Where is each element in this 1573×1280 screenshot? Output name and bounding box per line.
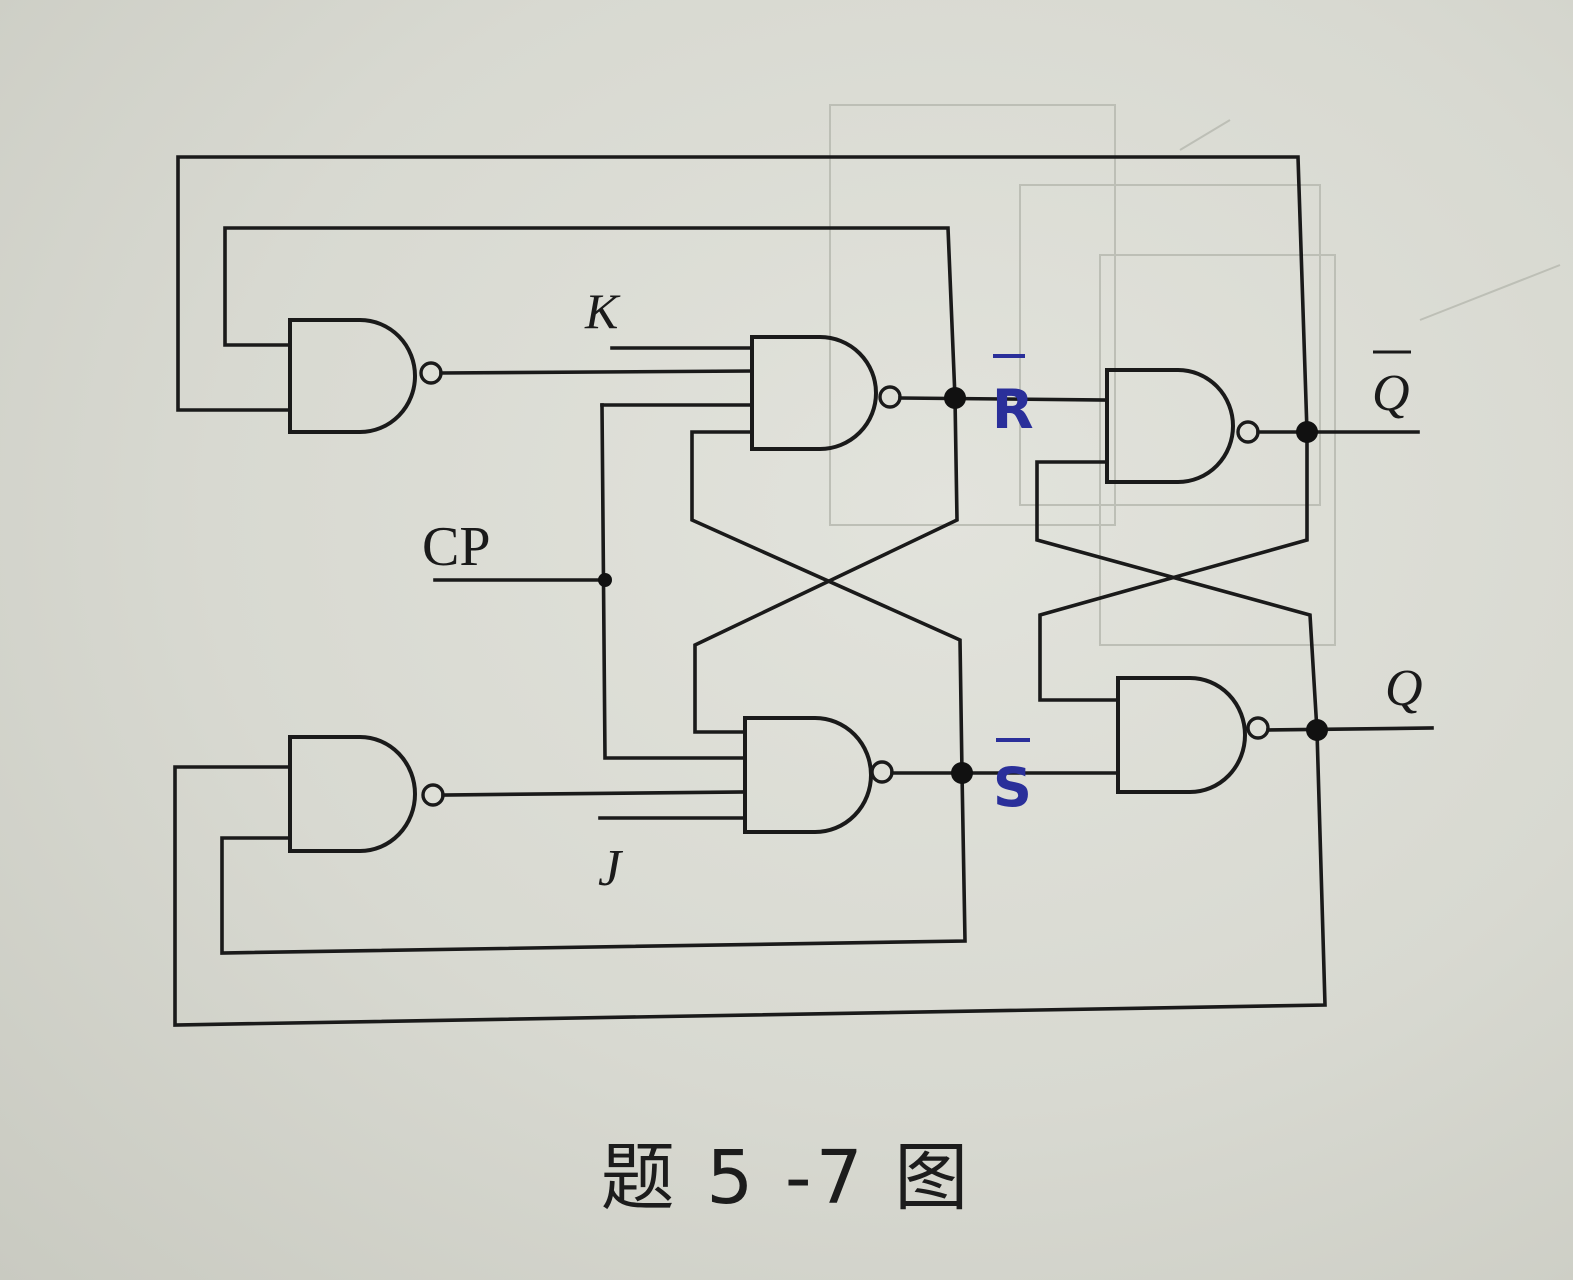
cp-input-label: CP <box>422 516 491 578</box>
q-bar-output-annotation: Q <box>1372 350 1411 422</box>
s-bar-annotation: S <box>993 738 1032 819</box>
s-bar-label: S <box>993 756 1032 819</box>
junction-q <box>1306 719 1328 741</box>
r-bar-annotation: R <box>992 354 1034 441</box>
master-nand-bottom <box>743 716 894 834</box>
slave-nand-top <box>1105 368 1260 484</box>
r-bar-label: R <box>992 378 1034 441</box>
feedback-nand-top <box>288 318 443 434</box>
feedback-nand-bottom <box>288 735 445 853</box>
junction-r-bar <box>944 387 966 409</box>
k-input-label: K <box>584 283 621 339</box>
q-output-label: Q <box>1385 660 1423 717</box>
figure-caption: 题 5 -7 图 <box>600 1135 973 1221</box>
master-nand-top <box>750 335 902 451</box>
junctions <box>598 387 1328 784</box>
junction-cp <box>598 573 612 587</box>
j-input-label: J <box>598 840 624 897</box>
show-through-ghost <box>829 104 1561 646</box>
q-bar-output-label: Q <box>1372 365 1410 422</box>
junction-q-bar <box>1296 421 1318 443</box>
junction-s-bar <box>951 762 973 784</box>
wiring <box>173 155 1434 1027</box>
slave-nand-bottom <box>1116 676 1270 794</box>
